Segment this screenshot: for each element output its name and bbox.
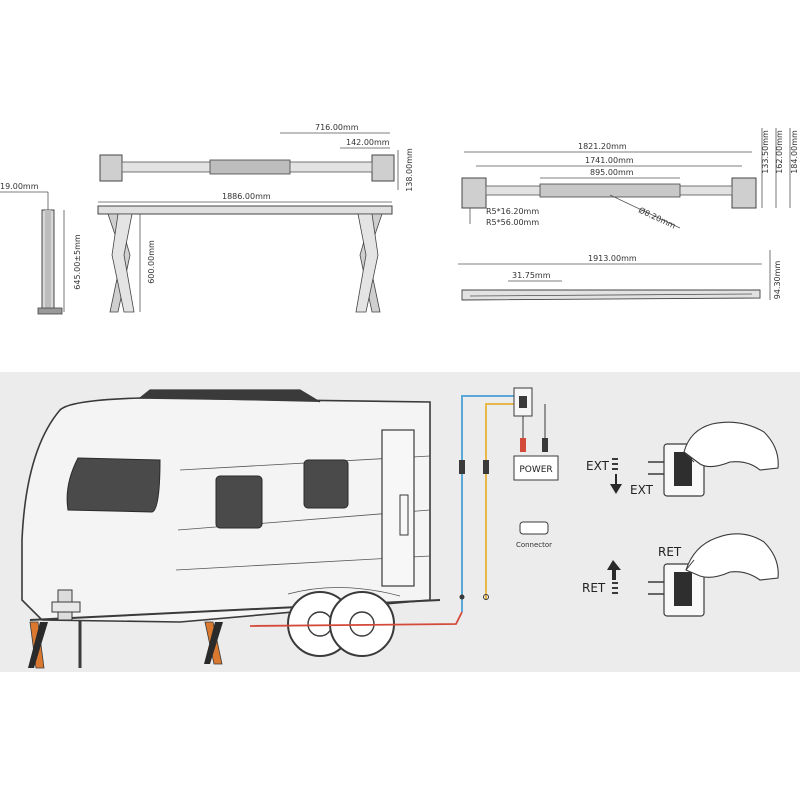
top-half-length-label: 716.00mm [315, 123, 359, 132]
right-bar-label: 895.00mm [590, 168, 634, 177]
connector-icon [519, 521, 549, 535]
right-bottom-view: 1913.00mm 31.75mm 94.30mm [458, 250, 782, 301]
radius-small-label: R5*16.20mm [486, 207, 539, 216]
leg-side-view: 19.00mm 645.00±5mm [0, 182, 82, 315]
right-h2-label: 162.00mm [775, 130, 784, 174]
right-diameter-label: Ø8.20mm [637, 205, 677, 231]
bottom-height-label: 94.30mm [773, 261, 782, 300]
right-h1-label: 133.50mm [761, 130, 770, 174]
connector-label: Connector [516, 541, 552, 549]
front-height-label: 600.00mm [147, 240, 156, 284]
top-view: 716.00mm 142.00mm 138.00mm [99, 123, 414, 192]
power-label: POWER [519, 465, 552, 475]
ext-press-label: EXT [630, 483, 654, 497]
wiring-diagram: POWER Connector [249, 387, 559, 627]
leg-height-label: 645.00±5mm [73, 234, 82, 290]
ext-label: EXT [586, 459, 610, 473]
ext-rocker-switch [674, 452, 692, 486]
right-top-view: 1821.20mm 1741.00mm 895.00mm Ø8.20mm R5*… [461, 128, 799, 231]
blue-wire [461, 395, 514, 612]
hand-press-ret-icon [685, 533, 779, 581]
bottom-offset-label: 31.75mm [512, 271, 551, 280]
top-arm-label: 142.00mm [346, 138, 390, 147]
arrow-down-icon [610, 474, 622, 494]
front-length-label: 1886.00mm [222, 192, 271, 201]
radius-large-label: R5*56.00mm [486, 218, 539, 227]
bottom-length-label: 1913.00mm [588, 254, 637, 263]
ret-press-label: RET [658, 545, 682, 559]
power-box [513, 455, 559, 481]
caravan-illustration [21, 389, 441, 669]
front-view: 1886.00mm 600.00mm [97, 192, 393, 313]
right-total-label: 1821.20mm [578, 142, 627, 151]
right-h3-label: 184.00mm [790, 130, 799, 174]
ret-rocker-switch [674, 572, 692, 606]
leg-width-label: 19.00mm [0, 182, 39, 191]
hand-press-ext-icon [683, 421, 779, 471]
ret-control: RET RET [582, 533, 779, 617]
ret-label: RET [582, 581, 606, 595]
yellow-wire [485, 403, 514, 600]
ext-control: EXT EXT [586, 421, 779, 497]
right-inner-label: 1741.00mm [585, 156, 634, 165]
arrow-up-icon [607, 560, 621, 580]
red-wire [249, 611, 463, 627]
top-height-label: 138.00mm [405, 148, 414, 192]
